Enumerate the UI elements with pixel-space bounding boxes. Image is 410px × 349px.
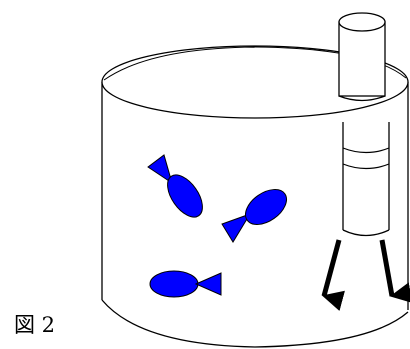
figure-caption: 図 2 <box>14 313 56 337</box>
flow-arrow-right <box>379 239 410 304</box>
fish-1 <box>147 154 203 218</box>
fish-1-tail <box>147 154 173 185</box>
pipe-top-cap <box>338 12 386 32</box>
fish-3 <box>149 270 222 298</box>
fish-2-tail <box>221 213 252 243</box>
pipe-upper <box>338 21 386 97</box>
pipe-rim-joint <box>338 95 386 102</box>
fish-2 <box>221 189 287 243</box>
fish-1-body <box>167 174 203 218</box>
pipe-band-2 <box>342 163 390 170</box>
tank-top-rim <box>101 45 409 119</box>
flow-arrow-left <box>321 239 345 312</box>
pipe-bottom-end <box>342 229 390 237</box>
fish-2-body <box>245 189 287 225</box>
pipe-band-1 <box>342 147 390 154</box>
tank-bottom-edge <box>101 299 409 348</box>
fish-3-tail <box>194 272 222 296</box>
fish-3-body <box>149 270 199 298</box>
